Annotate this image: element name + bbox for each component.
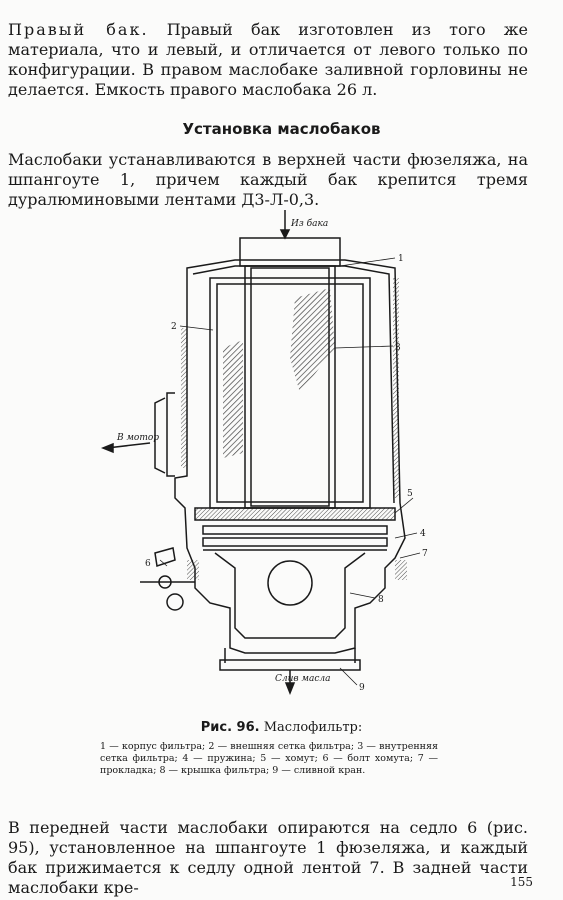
figure-caption: Рис. 96. Маслофильтр: — [0, 720, 563, 735]
filter-cover — [214, 552, 366, 639]
callout-2: 2 — [171, 322, 177, 332]
figure-number: Рис. 96. — [200, 720, 260, 735]
label-from-tank: Из бака — [290, 218, 328, 229]
callout-9: 9 — [359, 683, 365, 693]
mesh-shading — [223, 340, 243, 458]
page-number: 155 — [510, 875, 533, 889]
callout-1: 1 — [398, 254, 404, 264]
callout-3: 3 — [395, 343, 401, 353]
oil-filter-drawing: Из бака В мотор Слив масла 1 2 3 4 5 6 7… — [100, 210, 428, 696]
figure-title: Маслофильтр: — [263, 720, 363, 735]
paragraph-text: Правый бак изготовлен из того же материа… — [8, 20, 528, 99]
callout-4: 4 — [420, 529, 426, 539]
section-title: Установка маслобаков — [182, 120, 381, 138]
callout-7: 7 — [422, 549, 428, 559]
drain-valve — [219, 659, 361, 671]
oil-filter-figure: Из бака В мотор Слив масла 1 2 3 4 5 6 7… — [95, 208, 445, 702]
mesh-shading — [290, 288, 335, 393]
paragraph-lead: Правый бак. — [8, 20, 149, 39]
label-oil-drain: Слив масла — [275, 674, 330, 684]
callout-5: 5 — [407, 489, 413, 499]
filter-body — [174, 259, 406, 654]
callout-6: 6 — [145, 559, 151, 569]
paragraph-installation: Маслобаки устанавливаются в верхней част… — [8, 150, 528, 209]
paragraph-right-tank: Правый бак. Правый бак изготовлен из тог… — [8, 20, 528, 100]
figure-legend: 1 — корпус фильтра; 2 — внешняя сетка фи… — [100, 741, 438, 776]
paragraph-mounting: В передней части маслобаки опираются на … — [8, 818, 528, 897]
callout-8: 8 — [378, 595, 384, 605]
inlet-pipe — [239, 237, 341, 267]
label-to-motor: В мотор — [116, 433, 159, 443]
